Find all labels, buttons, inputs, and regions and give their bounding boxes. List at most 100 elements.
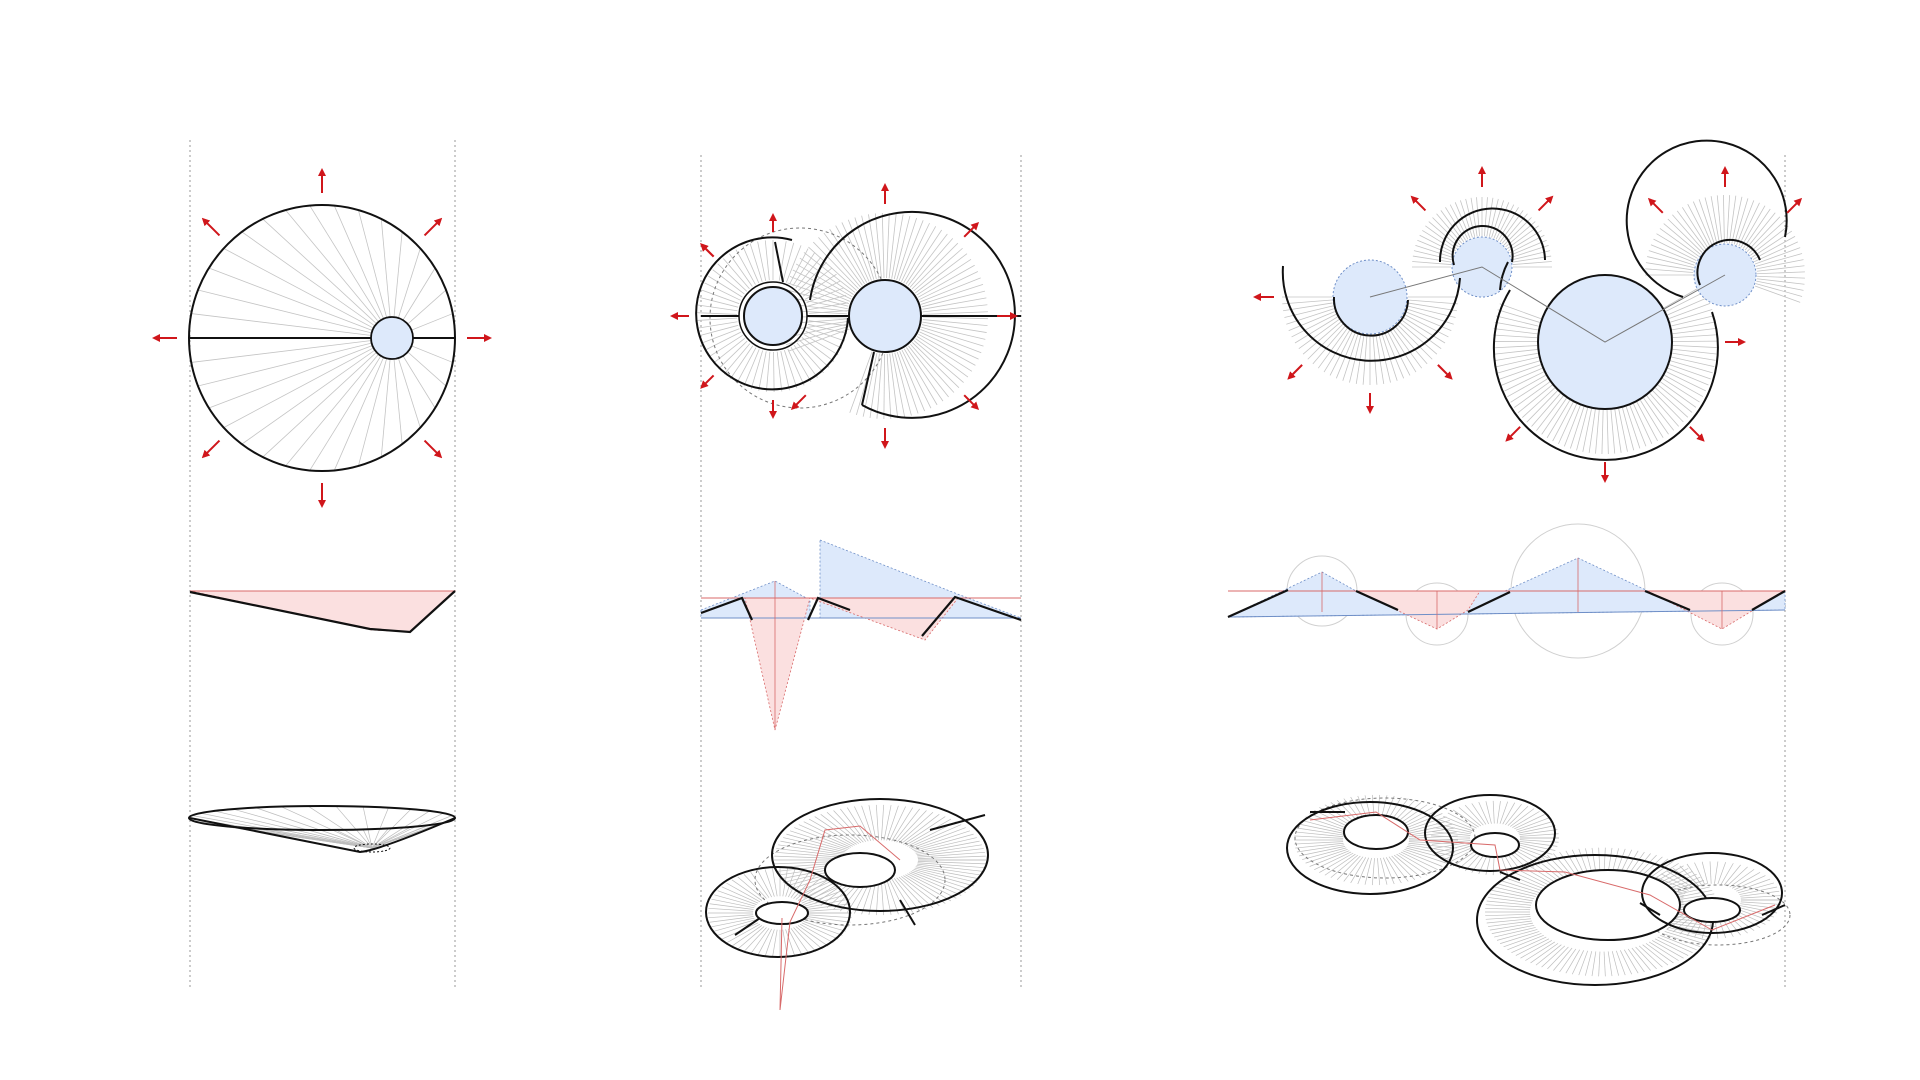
hatch-line — [721, 886, 759, 904]
hatch-line — [1662, 378, 1700, 403]
hatch-line — [891, 807, 914, 842]
hatch-line — [1447, 847, 1477, 864]
hatch-line — [1500, 880, 1540, 893]
hatch-line — [910, 871, 966, 893]
hatch-line — [1404, 816, 1447, 832]
hatch-line — [898, 812, 934, 844]
hatch-line — [1726, 195, 1731, 244]
hatch-line — [1286, 308, 1334, 325]
right-core — [848, 279, 922, 353]
hatch-line — [1615, 950, 1626, 976]
hatch-line — [223, 248, 393, 339]
hatch-line — [1323, 329, 1351, 373]
hatch-line — [881, 213, 885, 279]
hatch-line — [1380, 857, 1388, 885]
hatch-line — [1417, 239, 1454, 256]
hatch-line — [917, 862, 985, 869]
hatch-line — [1509, 234, 1545, 254]
hatch-line — [780, 840, 845, 854]
red-arrow — [1410, 195, 1427, 212]
hatch-line — [1433, 827, 1472, 835]
hatch-line — [1559, 948, 1577, 973]
hatch-line — [704, 331, 742, 351]
hatch-line — [1514, 814, 1545, 830]
hatch-line — [921, 284, 984, 305]
hatch-line — [1459, 200, 1473, 238]
hatch-line — [1305, 848, 1348, 864]
hatch-line — [1704, 197, 1718, 245]
hatch-line — [208, 337, 393, 409]
hatch-line — [799, 340, 830, 368]
hatch-line — [790, 872, 810, 898]
hatch-line — [1756, 278, 1805, 285]
hatch-line — [803, 821, 853, 847]
hatch-line — [1639, 399, 1664, 438]
hatch-line — [1610, 409, 1616, 454]
tip-ellipse — [353, 843, 391, 853]
hatch-line — [903, 816, 946, 845]
hatch-line — [785, 869, 796, 897]
hatch-line — [1487, 897, 1532, 904]
hatch-line — [1488, 198, 1499, 237]
hatch-line — [1284, 305, 1334, 318]
hatch-line — [1643, 397, 1669, 435]
red-arrow — [790, 394, 807, 411]
hatch-line — [799, 257, 854, 295]
hatch-line — [1666, 870, 1694, 889]
hatch-line — [1296, 827, 1345, 836]
hatch-line — [1733, 198, 1749, 245]
hatch-line — [1396, 853, 1428, 876]
hatch-line — [1425, 225, 1458, 250]
hatch-line — [898, 220, 924, 281]
panel-1-plan — [152, 168, 492, 508]
hatch-line — [776, 848, 843, 857]
hatch-line — [1497, 360, 1540, 374]
hatch-line — [891, 353, 906, 418]
panel-2-elevation — [700, 539, 1022, 731]
hatch-line — [1317, 327, 1348, 369]
hatch-line — [1546, 399, 1571, 439]
hatch-line — [708, 907, 754, 912]
hatch-line — [1645, 262, 1694, 271]
hatch-line — [914, 837, 977, 853]
hatch-line — [1553, 947, 1573, 971]
hatch-line — [1389, 329, 1417, 373]
hatch-line — [1732, 871, 1761, 889]
hatch-line — [772, 929, 778, 958]
guide-lines — [189, 140, 1786, 990]
hatch-line — [1642, 944, 1669, 966]
hatch-line — [921, 290, 986, 308]
hatch-line — [1493, 334, 1538, 339]
hatch-line — [813, 241, 859, 290]
hatch-line — [1393, 854, 1422, 878]
hatch-line — [1288, 311, 1336, 332]
hatch-line — [790, 928, 810, 954]
hatch-line — [795, 926, 823, 950]
hatch-line — [1723, 195, 1725, 244]
hatch-line — [921, 324, 986, 340]
hatch-line — [785, 289, 849, 307]
hatch-line — [912, 830, 971, 850]
hatch-line — [758, 351, 767, 391]
hatch-line — [1319, 852, 1354, 873]
hatch-line — [1494, 886, 1536, 897]
hatch-line — [697, 317, 738, 321]
hatch-line — [1598, 847, 1601, 873]
hatch-line — [1402, 850, 1443, 867]
hatch-line — [901, 876, 940, 906]
hatch-line — [1716, 195, 1723, 244]
hatch-line — [1591, 847, 1597, 873]
hatch-line — [804, 894, 846, 907]
hatch-line — [1492, 800, 1495, 824]
profile-line — [1644, 589, 1691, 612]
hatch-line — [773, 351, 775, 392]
hatch-line — [915, 866, 980, 880]
hatch-line — [697, 321, 738, 329]
hatch-line — [1740, 205, 1766, 248]
panel-3-plan — [1253, 139, 1805, 483]
inner-outline — [1451, 225, 1514, 266]
hatch-line — [1384, 331, 1405, 379]
hatch-line — [891, 878, 914, 913]
hatch-line — [285, 337, 393, 467]
hatch-line — [1627, 948, 1645, 973]
